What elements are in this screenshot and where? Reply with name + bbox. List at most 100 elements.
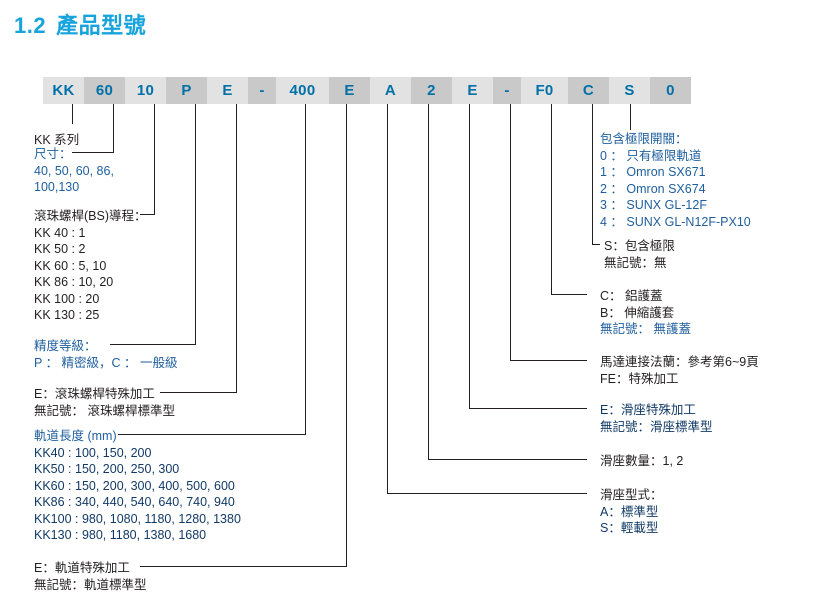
note-size-line1: 40, 50, 60, 86, xyxy=(34,163,114,178)
model-code-segment-14: C xyxy=(568,77,609,104)
note-slider-machining-line2: 無記號：滑座標準型 xyxy=(600,419,713,434)
page-title-text: 產品型號 xyxy=(56,13,147,38)
note-rail-length-line5: KK100 : 980, 1080, 1180, 1280, 1380 xyxy=(34,511,241,526)
model-code-segment-8: E xyxy=(329,77,370,104)
note-accuracy-heading: 精度等級： xyxy=(34,339,97,353)
note-lead-line6: KK 130 : 25 xyxy=(34,308,100,322)
note-rail-length-line6: KK130 : 980, 1180, 1380, 1680 xyxy=(34,528,207,542)
note-limit-included-line2: 無記號：無 xyxy=(604,255,667,270)
leader-line-sliderqty-v xyxy=(428,104,429,459)
leader-line-sliderqty-h xyxy=(428,459,587,460)
note-lead: 滾珠螺桿(BS)導程： KK 40 : 1 KK 50 : 2 KK 60 : … xyxy=(34,208,147,324)
note-motor-flange-line1: 馬達連接法蘭：參考第6~9頁 xyxy=(600,355,759,369)
note-size: 尺寸： 40, 50, 60, 86, 100,130 xyxy=(34,146,114,196)
note-motor-flange-line2: FE：特殊加工 xyxy=(600,371,679,386)
leader-line-railmach-h xyxy=(140,566,347,567)
note-limit-switch-line5: 4 ： SUNX GL-N12F-PX10 xyxy=(600,214,751,229)
model-code-segment-3: 10 xyxy=(125,77,166,104)
model-code-segment-6: - xyxy=(248,77,276,104)
leader-line-accuracy-h xyxy=(110,344,196,345)
note-rail-machining-line1: E：軌道特殊加工 xyxy=(34,561,130,575)
note-slider-machining: E：滑座特殊加工 無記號：滑座標準型 xyxy=(600,402,713,435)
note-lead-line2: KK 50 : 2 xyxy=(34,242,86,256)
leader-line-raillen-h xyxy=(118,434,306,435)
leader-line-flange-h xyxy=(510,360,587,361)
leader-line-cover-h xyxy=(551,294,587,295)
note-cover-line2: B： 伸縮護套 xyxy=(600,305,675,320)
note-limit-switch-heading: 包含極限開關： xyxy=(600,132,688,146)
model-code-segment-7: 400 xyxy=(276,77,329,104)
note-limit-switch: 包含極限開關： 0 ： 只有極限軌道 1 ： Omron SX671 2 ： O… xyxy=(600,131,751,230)
note-size-line2: 100,130 xyxy=(34,180,80,194)
model-code-segment-13: F0 xyxy=(521,77,568,104)
model-code-segment-2: 60 xyxy=(84,77,125,104)
leader-line-series xyxy=(72,104,73,124)
note-accuracy-line1: P ： 精密級，C ： 一般級 xyxy=(34,355,178,370)
note-lead-heading: 滾珠螺桿(BS)導程： xyxy=(34,209,147,223)
note-screw-machining: E：滾珠螺桿特殊加工 無記號： 滾珠螺桿標準型 xyxy=(34,386,175,419)
note-rail-length-line2: KK50 : 150, 200, 250, 300 xyxy=(34,462,180,476)
note-rail-length-line1: KK40 : 100, 150, 200 xyxy=(34,445,152,460)
leader-line-size-h xyxy=(72,152,114,153)
model-code-segment-16: 0 xyxy=(650,77,691,104)
note-limit-included-line1: S：包含極限 xyxy=(604,239,675,253)
leader-line-limitinc-v xyxy=(592,104,593,244)
model-code-segment-1: KK xyxy=(43,77,84,104)
model-code-segment-15: S xyxy=(609,77,650,104)
leader-line-cover-v xyxy=(551,104,552,294)
note-limit-switch-line4: 3 ： SUNX GL-12F xyxy=(600,198,707,212)
note-rail-length-line3: KK60 : 150, 200, 300, 400, 500, 600 xyxy=(34,478,235,493)
leader-line-screw-h xyxy=(160,392,237,393)
leader-line-flange-v xyxy=(510,104,511,360)
model-code-segment-12: - xyxy=(493,77,521,104)
leader-line-limitsw xyxy=(630,104,631,130)
leader-line-screw-v xyxy=(236,104,237,392)
model-code-segment-9: A xyxy=(370,77,411,104)
note-lead-line1: KK 40 : 1 xyxy=(34,225,86,240)
note-lead-line3: KK 60 : 5, 10 xyxy=(34,258,107,273)
note-slider-qty: 滑座數量：1, 2 xyxy=(600,453,683,470)
note-cover-line3: 無記號： 無護蓋 xyxy=(600,322,691,336)
leader-line-slidertype-v xyxy=(387,104,388,493)
note-rail-machining-line2: 無記號：軌道標準型 xyxy=(34,577,147,592)
note-lead-line5: KK 100 : 20 xyxy=(34,291,100,306)
note-screw-machining-line2: 無記號： 滾珠螺桿標準型 xyxy=(34,403,175,418)
note-limit-switch-line1: 0 ： 只有極限軌道 xyxy=(600,148,702,163)
note-accuracy: 精度等級： P ： 精密級，C ： 一般級 xyxy=(34,338,178,371)
note-limit-included: S：包含極限 無記號：無 xyxy=(604,238,675,271)
note-slider-qty-line1: 滑座數量：1, 2 xyxy=(600,454,684,468)
model-code-segment-5: E xyxy=(207,77,248,104)
note-limit-switch-line3: 2 ： Omron SX674 xyxy=(600,181,706,196)
note-rail-length-line4: KK86 : 340, 440, 540, 640, 740, 940 xyxy=(34,495,235,509)
note-cover-line1: C： 鋁護蓋 xyxy=(600,289,663,303)
leader-line-railmach-v xyxy=(346,104,347,566)
note-limit-switch-line2: 1 ： Omron SX671 xyxy=(600,165,706,179)
note-cover: C： 鋁護蓋 B： 伸縮護套 無記號： 無護蓋 xyxy=(600,288,691,338)
leader-line-slidertype-h xyxy=(387,493,587,494)
note-slider-type-line1: A：標準型 xyxy=(600,504,659,519)
leader-line-accuracy-v xyxy=(195,104,196,344)
leader-line-size-v xyxy=(113,104,114,152)
leader-line-slidermach-h xyxy=(469,408,587,409)
note-lead-line4: KK 86 : 10, 20 xyxy=(34,275,114,289)
note-size-heading: 尺寸： xyxy=(34,147,72,161)
page-title: 1.2 產品型號 xyxy=(14,8,146,40)
note-slider-type-heading: 滑座型式： xyxy=(600,488,663,502)
leader-line-lead-h xyxy=(140,214,155,215)
page-title-number: 1.2 xyxy=(14,13,47,38)
model-code-segment-4: P xyxy=(166,77,207,104)
leader-line-raillen-v xyxy=(305,104,306,434)
leader-line-lead-v xyxy=(154,104,155,214)
model-code-segment-10: 2 xyxy=(411,77,452,104)
note-rail-machining: E：軌道特殊加工 無記號：軌道標準型 xyxy=(34,560,147,593)
note-rail-length-heading: 軌道長度 (mm) xyxy=(34,429,117,443)
leader-line-slidermach-v xyxy=(469,104,470,408)
note-rail-length: 軌道長度 (mm) KK40 : 100, 150, 200 KK50 : 15… xyxy=(34,428,241,544)
model-code-segment-11: E xyxy=(452,77,493,104)
note-screw-machining-line1: E：滾珠螺桿特殊加工 xyxy=(34,387,155,401)
note-slider-type-line2: S：輕載型 xyxy=(600,521,659,535)
note-slider-type: 滑座型式： A：標準型 S：輕載型 xyxy=(600,487,663,537)
note-series: KK 系列 xyxy=(34,132,79,149)
